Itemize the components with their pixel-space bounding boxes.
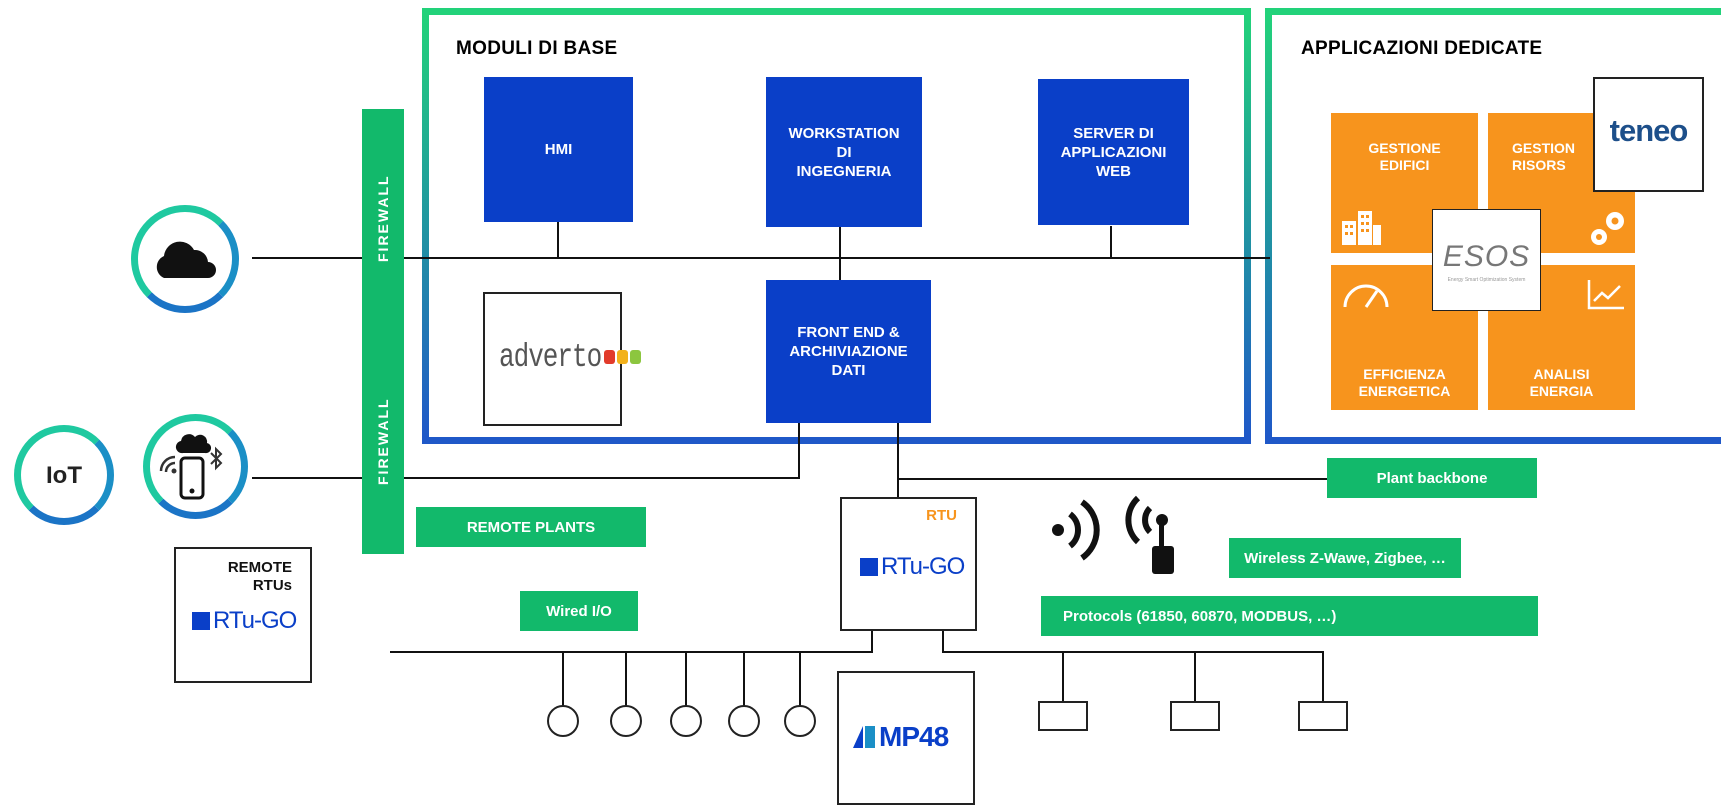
frontend-iot-line [798, 422, 800, 478]
hmi-box[interactable]: HMI [484, 77, 633, 222]
hmi-drop-line [557, 222, 559, 258]
remote-rtus-title: REMOTE RTUs [227, 559, 292, 594]
device-drop-line [1062, 652, 1064, 702]
cloud-icon [156, 241, 216, 278]
wired-io-node [610, 705, 642, 737]
field-device-node [1170, 701, 1220, 731]
firewall-label-top: FIREWALL [375, 174, 391, 262]
rtu-go-logo: RTu-GO [860, 553, 965, 581]
mobile-wireless-icon [159, 434, 223, 500]
base-modules-title: MODULI DI BASE [456, 38, 618, 59]
frontend-backbone-line [897, 422, 899, 498]
mobile-devices-node[interactable] [143, 414, 248, 519]
adverto-logo: adverto [499, 338, 642, 377]
mp48-box[interactable]: MP48 [837, 671, 975, 805]
workstation-drop-line [839, 226, 841, 280]
field-device-node [1298, 701, 1348, 731]
plant-backbone-line [897, 478, 1327, 480]
firewall-bar [362, 109, 404, 554]
field-bus-line [942, 651, 1324, 653]
frontend-archive-box[interactable]: FRONT END & ARCHIVIAZIONE DATI [766, 280, 931, 423]
iot-label: IoT [46, 462, 82, 489]
io-drop-line [685, 652, 687, 706]
wireless-label: Wireless Z-Wawe, Zigbee, … [1229, 538, 1461, 578]
rtu-tag: RTU [926, 507, 957, 524]
adverto-logo-box: adverto [483, 292, 642, 426]
wired-io-label: Wired I/O [520, 591, 638, 631]
mp48-logo: MP48 [853, 721, 949, 753]
teneo-logo-box: teneo [1593, 77, 1704, 192]
esos-logo: ESOS [1442, 240, 1531, 273]
antenna-device-icon [1125, 495, 1174, 574]
iot-link-line [252, 477, 800, 479]
firewall-label-bottom: FIREWALL [375, 397, 391, 485]
gears-icon [1591, 212, 1624, 245]
remote-plants-label: REMOTE PLANTS [416, 507, 646, 547]
rtu-right-leg [942, 630, 944, 652]
wired-bus-line [390, 651, 873, 653]
workstation-box[interactable]: WORKSTATION DI INGEGNERIA [766, 77, 922, 227]
iot-node[interactable]: IoT [14, 425, 114, 525]
wired-io-node [784, 705, 816, 737]
plant-backbone-label: Plant backbone [1327, 458, 1537, 498]
cloud-node[interactable] [131, 205, 239, 313]
protocols-label: Protocols (61850, 60870, MODBUS, …) [1041, 596, 1538, 636]
device-drop-line [1194, 652, 1196, 702]
cloud-link-line [252, 257, 1270, 259]
buildings-icon [1342, 211, 1381, 245]
io-drop-line [562, 652, 564, 706]
dedicated-apps-title: APPLICAZIONI DEDICATE [1301, 38, 1543, 59]
web-server-box[interactable]: SERVER DI APPLICAZIONI WEB [1038, 79, 1189, 225]
rtu-box[interactable]: RTU RTu-GO [840, 497, 977, 631]
esos-subtitle: Energy Smart Optimization System [1447, 277, 1526, 283]
wired-io-node [547, 705, 579, 737]
field-device-node [1038, 701, 1088, 731]
rtu-left-leg [871, 630, 873, 652]
io-drop-line [743, 652, 745, 706]
wireless-signal-icon [1052, 499, 1100, 561]
wired-io-node [728, 705, 760, 737]
remote-rtu-go-logo: RTu-GO [192, 607, 297, 635]
remote-rtus-box[interactable]: REMOTE RTUs RTu-GO [174, 547, 312, 683]
io-drop-line [799, 652, 801, 706]
line-chart-icon [1587, 280, 1624, 310]
gauge-icon [1343, 284, 1389, 308]
device-drop-line [1322, 652, 1324, 702]
teneo-logo: teneo [1609, 113, 1689, 148]
esos-logo-box: ESOS Energy Smart Optimization System [1432, 209, 1541, 311]
io-drop-line [625, 652, 627, 706]
server-drop-line [1110, 226, 1112, 258]
wired-io-node [670, 705, 702, 737]
